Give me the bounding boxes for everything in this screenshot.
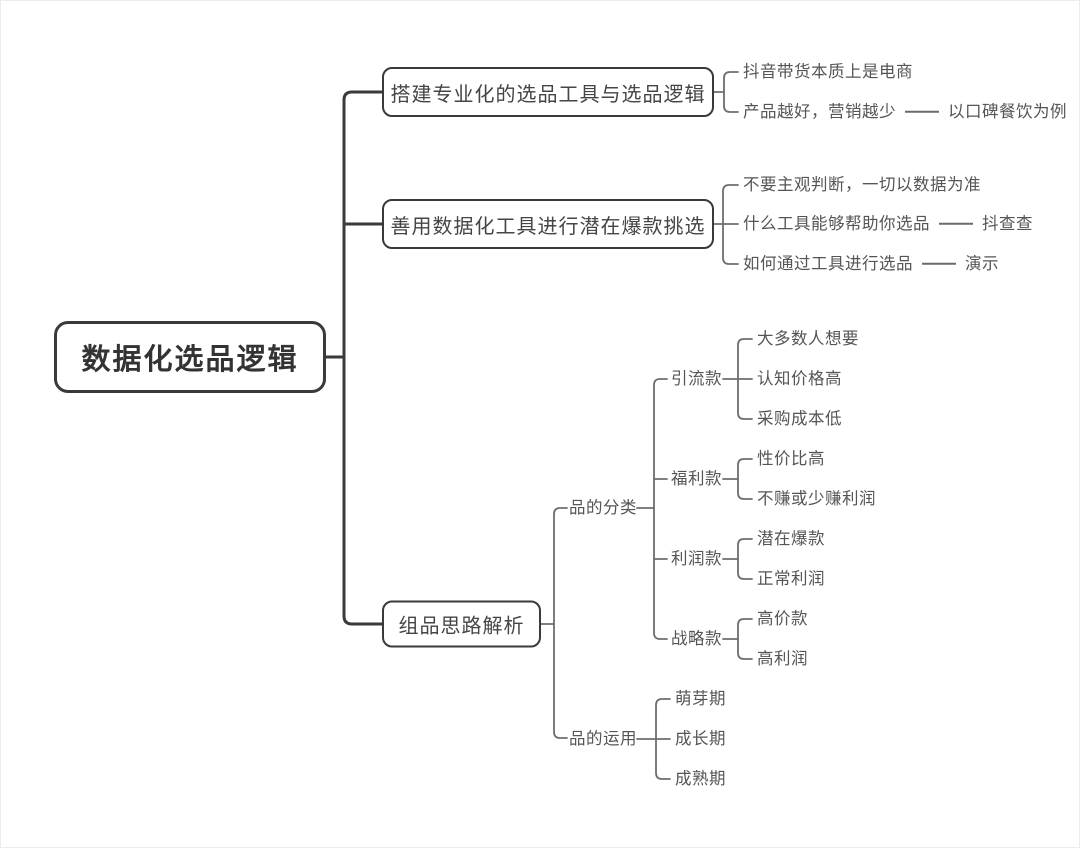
leaf-label: 品的运用 <box>569 729 637 748</box>
leaf-node[interactable]: 成长期 <box>675 731 726 748</box>
branch-node-data-tools[interactable]: 善用数据化工具进行潜在爆款挑选 <box>382 199 714 249</box>
leaf-label: 潜在爆款 <box>757 529 825 548</box>
leaf-node[interactable]: 萌芽期 <box>675 691 726 708</box>
leaf-node[interactable]: 抖音带货本质上是电商 <box>743 64 913 81</box>
leaf-label: 如何通过工具进行选品 <box>743 254 913 273</box>
leaf-label: 认知价格高 <box>757 369 842 388</box>
leaf-node[interactable]: 成熟期 <box>675 771 726 788</box>
linked-leaf-label: 以口碑餐饮为例 <box>948 102 1067 121</box>
leaf-label: 萌芽期 <box>675 689 726 708</box>
class-node-welfare[interactable]: 福利款 <box>671 471 722 488</box>
link-connector <box>922 263 956 265</box>
leaf-label: 正常利润 <box>757 569 825 588</box>
leaf-node[interactable]: 不要主观判断，一切以数据为准 <box>743 177 981 194</box>
subbranch-node-application[interactable]: 品的运用 <box>569 731 637 748</box>
leaf-label: 大多数人想要 <box>757 329 859 348</box>
leaf-node[interactable]: 如何通过工具进行选品 演示 <box>743 256 999 273</box>
leaf-label: 利润款 <box>671 549 722 568</box>
root-node[interactable]: 数据化选品逻辑 <box>54 321 326 393</box>
leaf-label: 成长期 <box>675 729 726 748</box>
leaf-label: 抖音带货本质上是电商 <box>743 62 913 81</box>
leaf-node[interactable]: 高利润 <box>757 651 808 668</box>
class-node-traffic[interactable]: 引流款 <box>671 371 722 388</box>
leaf-node[interactable]: 不赚或少赚利润 <box>757 491 876 508</box>
leaf-label: 高价款 <box>757 609 808 628</box>
class-node-profit[interactable]: 利润款 <box>671 551 722 568</box>
leaf-label: 高利润 <box>757 649 808 668</box>
linked-leaf-label: 抖查查 <box>982 214 1033 233</box>
branch-node-label: 善用数据化工具进行潜在爆款挑选 <box>390 215 706 238</box>
branch-node-label: 搭建专业化的选品工具与选品逻辑 <box>390 83 706 106</box>
branch-node-tools[interactable]: 搭建专业化的选品工具与选品逻辑 <box>382 67 714 117</box>
leaf-label: 不要主观判断，一切以数据为准 <box>743 175 981 194</box>
link-connector <box>939 223 973 225</box>
leaf-node[interactable]: 高价款 <box>757 611 808 628</box>
leaf-node[interactable]: 大多数人想要 <box>757 331 859 348</box>
leaf-node[interactable]: 认知价格高 <box>757 371 842 388</box>
leaf-label: 引流款 <box>671 369 722 388</box>
leaf-label: 产品越好，营销越少 <box>743 102 896 121</box>
link-connector <box>905 111 939 113</box>
leaf-node[interactable]: 性价比高 <box>757 451 825 468</box>
leaf-node[interactable]: 什么工具能够帮助你选品 抖查查 <box>743 216 1033 233</box>
leaf-label: 性价比高 <box>757 449 825 468</box>
leaf-node[interactable]: 产品越好，营销越少 以口碑餐饮为例 <box>743 104 1067 121</box>
subbranch-node-classification[interactable]: 品的分类 <box>569 500 637 517</box>
leaf-label: 什么工具能够帮助你选品 <box>743 214 930 233</box>
leaf-label: 福利款 <box>671 469 722 488</box>
leaf-label: 成熟期 <box>675 769 726 788</box>
leaf-node[interactable]: 正常利润 <box>757 571 825 588</box>
linked-leaf-label: 演示 <box>965 254 999 273</box>
leaf-node[interactable]: 潜在爆款 <box>757 531 825 548</box>
leaf-label: 战略款 <box>671 629 722 648</box>
branch-node-label: 组品思路解析 <box>398 615 525 638</box>
leaf-node[interactable]: 采购成本低 <box>757 411 842 428</box>
leaf-label: 采购成本低 <box>757 409 842 428</box>
root-node-label: 数据化选品逻辑 <box>81 344 299 376</box>
branch-node-assortment[interactable]: 组品思路解析 <box>382 600 541 648</box>
leaf-label: 不赚或少赚利润 <box>757 489 876 508</box>
class-node-strategy[interactable]: 战略款 <box>671 631 722 648</box>
leaf-label: 品的分类 <box>569 498 637 517</box>
